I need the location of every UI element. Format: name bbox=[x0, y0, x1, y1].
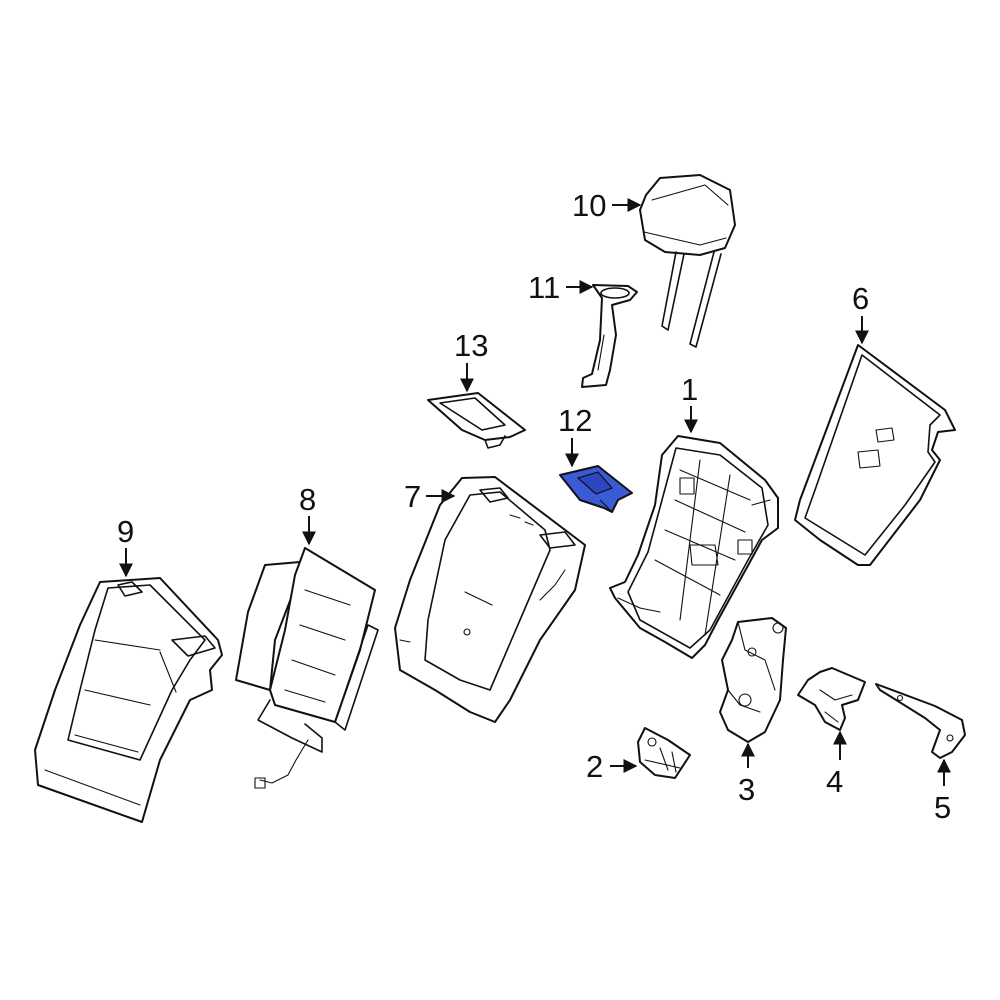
callout-13: 13 bbox=[454, 328, 488, 393]
callout-label-10: 10 bbox=[572, 188, 606, 223]
part-1-seat-back-frame[interactable] bbox=[609, 435, 779, 659]
callout-label-11: 11 bbox=[528, 270, 560, 305]
callout-label-6: 6 bbox=[852, 281, 869, 316]
callout-11: 11 bbox=[528, 270, 594, 305]
callout-5: 5 bbox=[934, 758, 951, 825]
callout-label-4: 4 bbox=[826, 764, 843, 799]
part-5-strap-bracket[interactable] bbox=[875, 683, 966, 759]
callout-label-2: 2 bbox=[586, 749, 603, 784]
callout-label-8: 8 bbox=[299, 482, 316, 517]
callout-12: 12 bbox=[558, 403, 592, 468]
callout-label-7: 7 bbox=[404, 479, 421, 514]
callout-4: 4 bbox=[826, 730, 847, 799]
part-9-seat-back-cover[interactable] bbox=[34, 577, 223, 823]
part-13-armrest-tray[interactable] bbox=[427, 392, 526, 449]
callout-10: 10 bbox=[572, 188, 642, 223]
part-12-pad-highlighted[interactable] bbox=[559, 465, 633, 513]
part-10-headrest[interactable] bbox=[639, 174, 736, 348]
callout-6: 6 bbox=[852, 281, 869, 345]
callout-8: 8 bbox=[299, 482, 316, 546]
callout-label-12: 12 bbox=[558, 403, 592, 438]
part-11-headrest-guide[interactable] bbox=[581, 284, 638, 388]
callout-2: 2 bbox=[586, 749, 638, 784]
part-8-seat-back-pad[interactable] bbox=[235, 547, 379, 789]
callout-7: 7 bbox=[404, 479, 456, 514]
callout-3: 3 bbox=[738, 742, 755, 807]
part-6-seat-back-board[interactable] bbox=[794, 344, 956, 566]
part-3-side-bracket[interactable] bbox=[719, 617, 787, 743]
callout-1: 1 bbox=[681, 372, 698, 434]
callout-label-3: 3 bbox=[738, 772, 755, 807]
part-2-small-bracket[interactable] bbox=[637, 727, 691, 779]
callout-label-13: 13 bbox=[454, 328, 488, 363]
callout-9: 9 bbox=[117, 514, 134, 578]
callout-label-5: 5 bbox=[934, 790, 951, 825]
callout-label-9: 9 bbox=[117, 514, 134, 549]
part-7-seat-back-frame[interactable] bbox=[394, 476, 586, 723]
callout-label-1: 1 bbox=[681, 372, 698, 407]
part-4-bracket[interactable] bbox=[797, 667, 866, 731]
